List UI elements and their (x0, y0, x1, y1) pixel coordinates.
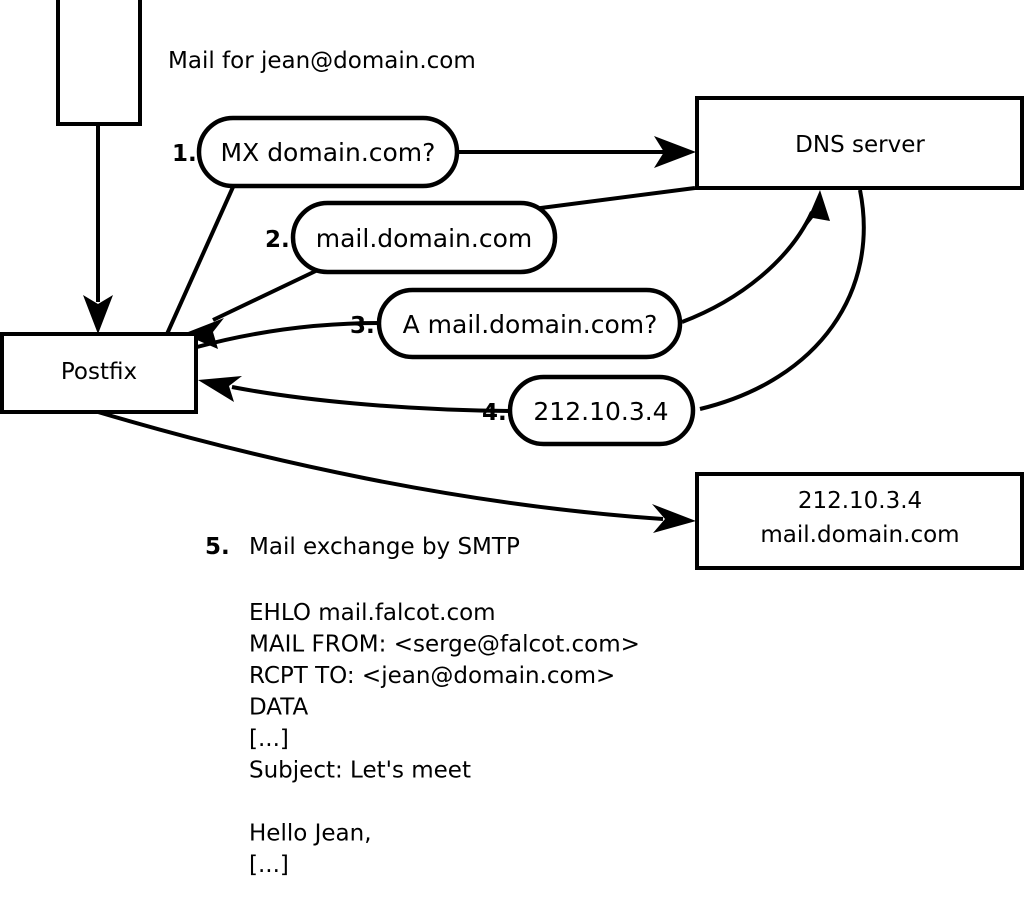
step-number-1: 1. (172, 141, 197, 167)
connector-step-4 (198, 189, 866, 413)
incoming-mail-note: Mail for jean@domain.com (168, 48, 476, 74)
dns-server-box: DNS server (695, 96, 1024, 190)
message-pill-3-label: A mail.domain.com? (403, 310, 658, 339)
message-pill-4-label: 212.10.3.4 (533, 397, 668, 426)
smtp-transcript-line: RCPT TO: <jean@domain.com> (249, 663, 615, 689)
mail-server-box: 212.10.3.4 mail.domain.com (695, 472, 1024, 570)
smtp-transcript-line: MAIL FROM: <serge@falcot.com> (249, 632, 640, 658)
connector-step-1 (165, 136, 696, 335)
dns-server-box-label: DNS server (795, 132, 925, 158)
step-5-label: Mail exchange by SMTP (249, 534, 520, 560)
smtp-transcript-line: [...] (249, 852, 289, 878)
smtp-transcript-line: DATA (249, 695, 309, 721)
connector-step-5 (97, 410, 696, 533)
smtp-transcript-line: Hello Jean, (249, 821, 372, 847)
smtp-transcript-line: Subject: Let's meet (249, 758, 471, 784)
step-number-3: 3. (350, 313, 375, 339)
client-box (56, 0, 142, 126)
connector-step-3 (196, 190, 830, 349)
smtp-transcript-line: [...] (249, 726, 289, 752)
postfix-box: Postfix (0, 332, 198, 414)
smtp-transcript-line: EHLO mail.falcot.com (249, 600, 496, 626)
step-number-5: 5. (205, 534, 230, 560)
message-pill-4: 212.10.3.4 (507, 374, 696, 447)
step-number-4: 4. (482, 400, 507, 426)
message-pill-2: mail.domain.com (290, 200, 558, 275)
message-pill-3: A mail.domain.com? (376, 287, 683, 360)
step-number-2: 2. (265, 227, 290, 253)
mail-server-box-ip: 212.10.3.4 (798, 488, 922, 514)
mail-server-box-hostname: mail.domain.com (760, 522, 959, 548)
message-pill-1: MX domain.com? (196, 115, 460, 189)
message-pill-2-label: mail.domain.com (316, 224, 532, 253)
connector-client-to-postfix (83, 124, 113, 334)
message-pill-1-label: MX domain.com? (221, 138, 436, 167)
postfix-box-label: Postfix (61, 359, 137, 385)
smtp-transcript-line: . (249, 915, 256, 919)
